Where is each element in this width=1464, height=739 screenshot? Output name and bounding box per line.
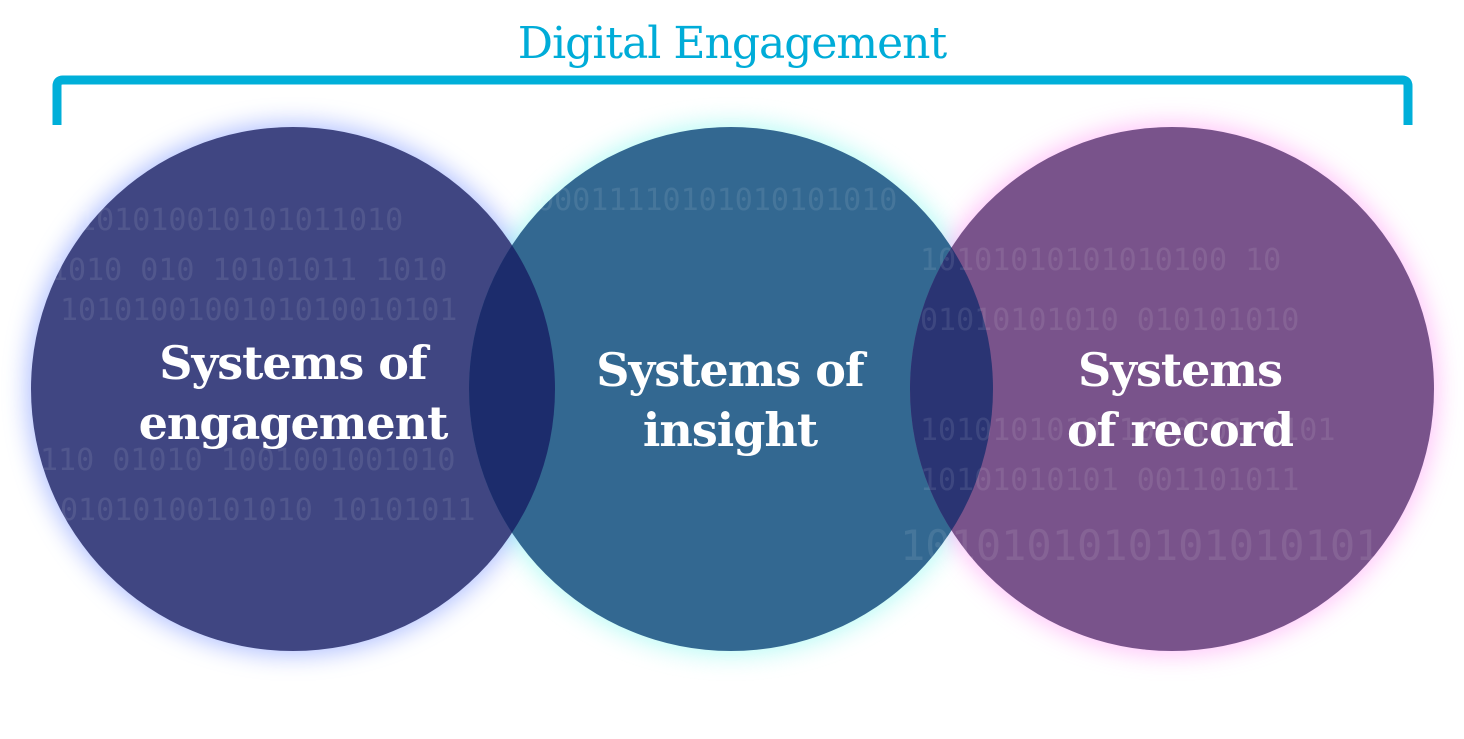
diagram-title: Digital Engagement	[517, 18, 947, 69]
svg-text:01010100101010 10101011: 01010100101010 10101011	[60, 493, 475, 528]
label-line: Systems	[1078, 343, 1283, 397]
bracket	[52, 75, 1413, 125]
svg-text:0100011110101010101010: 0100011110101010101010	[500, 183, 897, 218]
svg-text:1010101010 1010101 0101: 1010101010 1010101 0101	[920, 413, 1335, 448]
svg-text:1010 010 10101011 1010: 1010 010 10101011 1010	[50, 253, 447, 288]
svg-text:1010101010101010101: 1010101010101010101	[900, 521, 1380, 570]
svg-text:0101010010101011010: 0101010010101011010	[60, 203, 403, 238]
svg-text:110 01010 1001001001010: 110 01010 1001001001010	[40, 443, 455, 478]
circle-record	[910, 127, 1434, 651]
circle-engagement	[31, 127, 555, 651]
label-line: of record	[1066, 403, 1294, 457]
label-line: insight	[642, 403, 818, 457]
svg-text:01010101010 010101010: 01010101010 010101010	[920, 303, 1299, 338]
label-line: Systems of	[159, 336, 427, 390]
label-systems-of-engagement: Systems of engagement	[73, 333, 513, 453]
svg-text:10101010101 001101011: 10101010101 001101011	[920, 463, 1299, 498]
label-line: Systems of	[596, 343, 864, 397]
svg-text:1010100100101010010101: 1010100100101010010101	[60, 293, 457, 328]
binary-texture: 0101010010101011010 1010 010 10101011 10…	[40, 183, 1380, 570]
label-line: engagement	[138, 396, 449, 450]
svg-text:10101010101010100 10: 10101010101010100 10	[920, 243, 1281, 278]
label-systems-of-insight: Systems of insight	[510, 340, 950, 460]
circle-insight	[469, 127, 993, 651]
label-systems-of-record: Systems of record	[960, 340, 1400, 460]
